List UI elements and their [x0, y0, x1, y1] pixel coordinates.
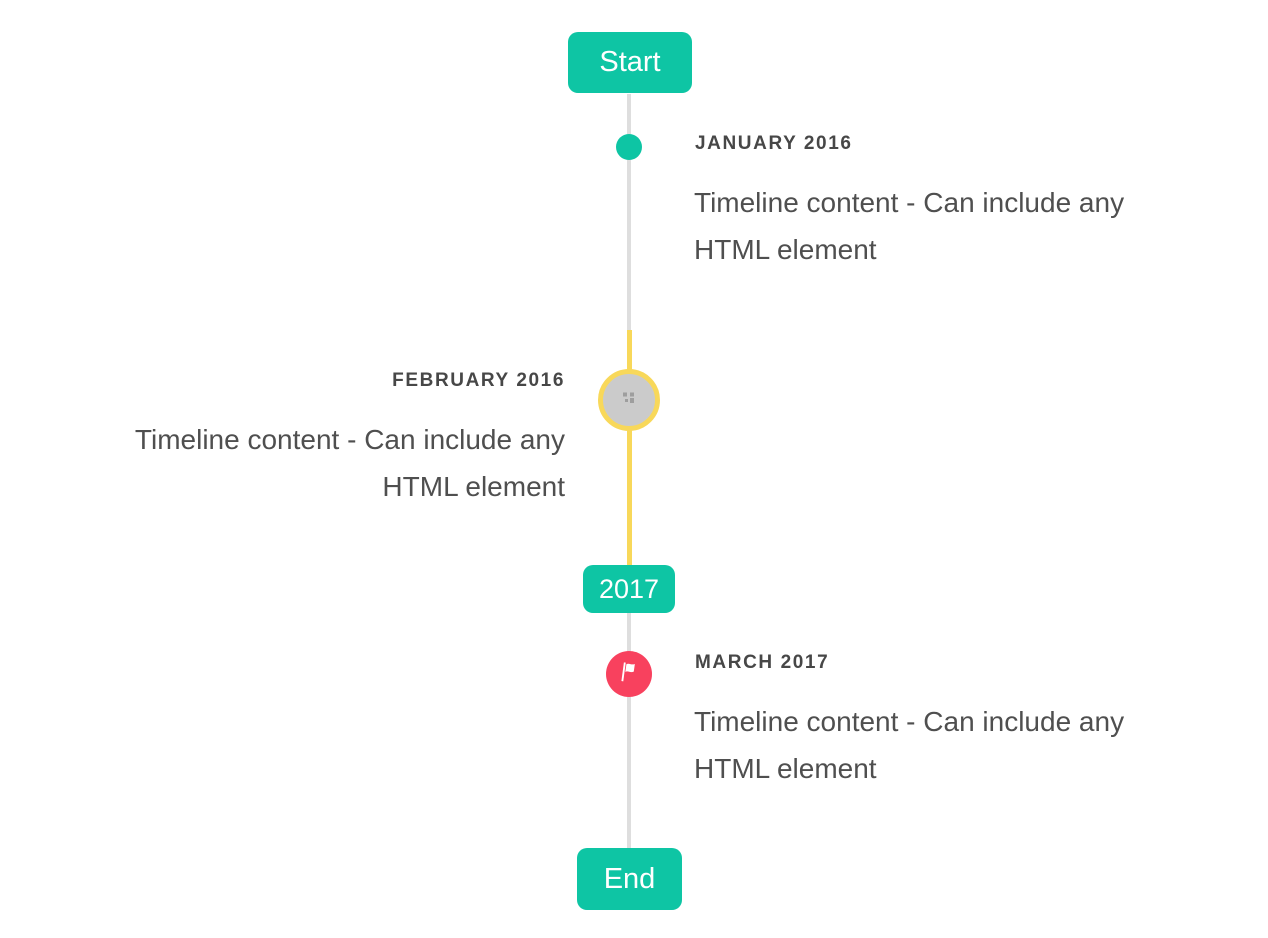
timeline-highlight-segment [627, 330, 632, 565]
item-march-title: MARCH 2017 [695, 652, 830, 673]
marker-march-flag-circle [606, 651, 652, 697]
item-march-content-line-1: Timeline content - Can include any [694, 706, 1125, 737]
marker-february-image-circle [598, 369, 660, 431]
marker-january-dot [616, 134, 642, 160]
item-february-content: Timeline content - Can include any HTML … [35, 416, 565, 510]
item-january-content-line-2: HTML element [694, 234, 877, 265]
item-january-content: Timeline content - Can include any HTML … [694, 179, 1224, 273]
broken-image-icon [621, 391, 637, 410]
flag-icon [616, 659, 642, 690]
start-badge-label: Start [599, 46, 661, 78]
timeline-end-badge: End [577, 848, 682, 910]
year-badge-label: 2017 [598, 573, 660, 604]
item-january-content-line-1: Timeline content - Can include any [694, 187, 1125, 218]
item-february-content-line-1: Timeline content - Can include any [134, 424, 565, 455]
timeline-year-badge: 2017 [583, 565, 675, 613]
item-january-title: JANUARY 2016 [695, 133, 853, 154]
timeline-start-badge: Start [568, 32, 692, 93]
item-march-content-line-2: HTML element [694, 753, 877, 784]
end-badge-label: End [603, 862, 656, 895]
item-february-title: FEBRUARY 2016 [392, 370, 565, 391]
item-march-content: Timeline content - Can include any HTML … [694, 698, 1224, 792]
item-february-content-line-2: HTML element [382, 471, 565, 502]
